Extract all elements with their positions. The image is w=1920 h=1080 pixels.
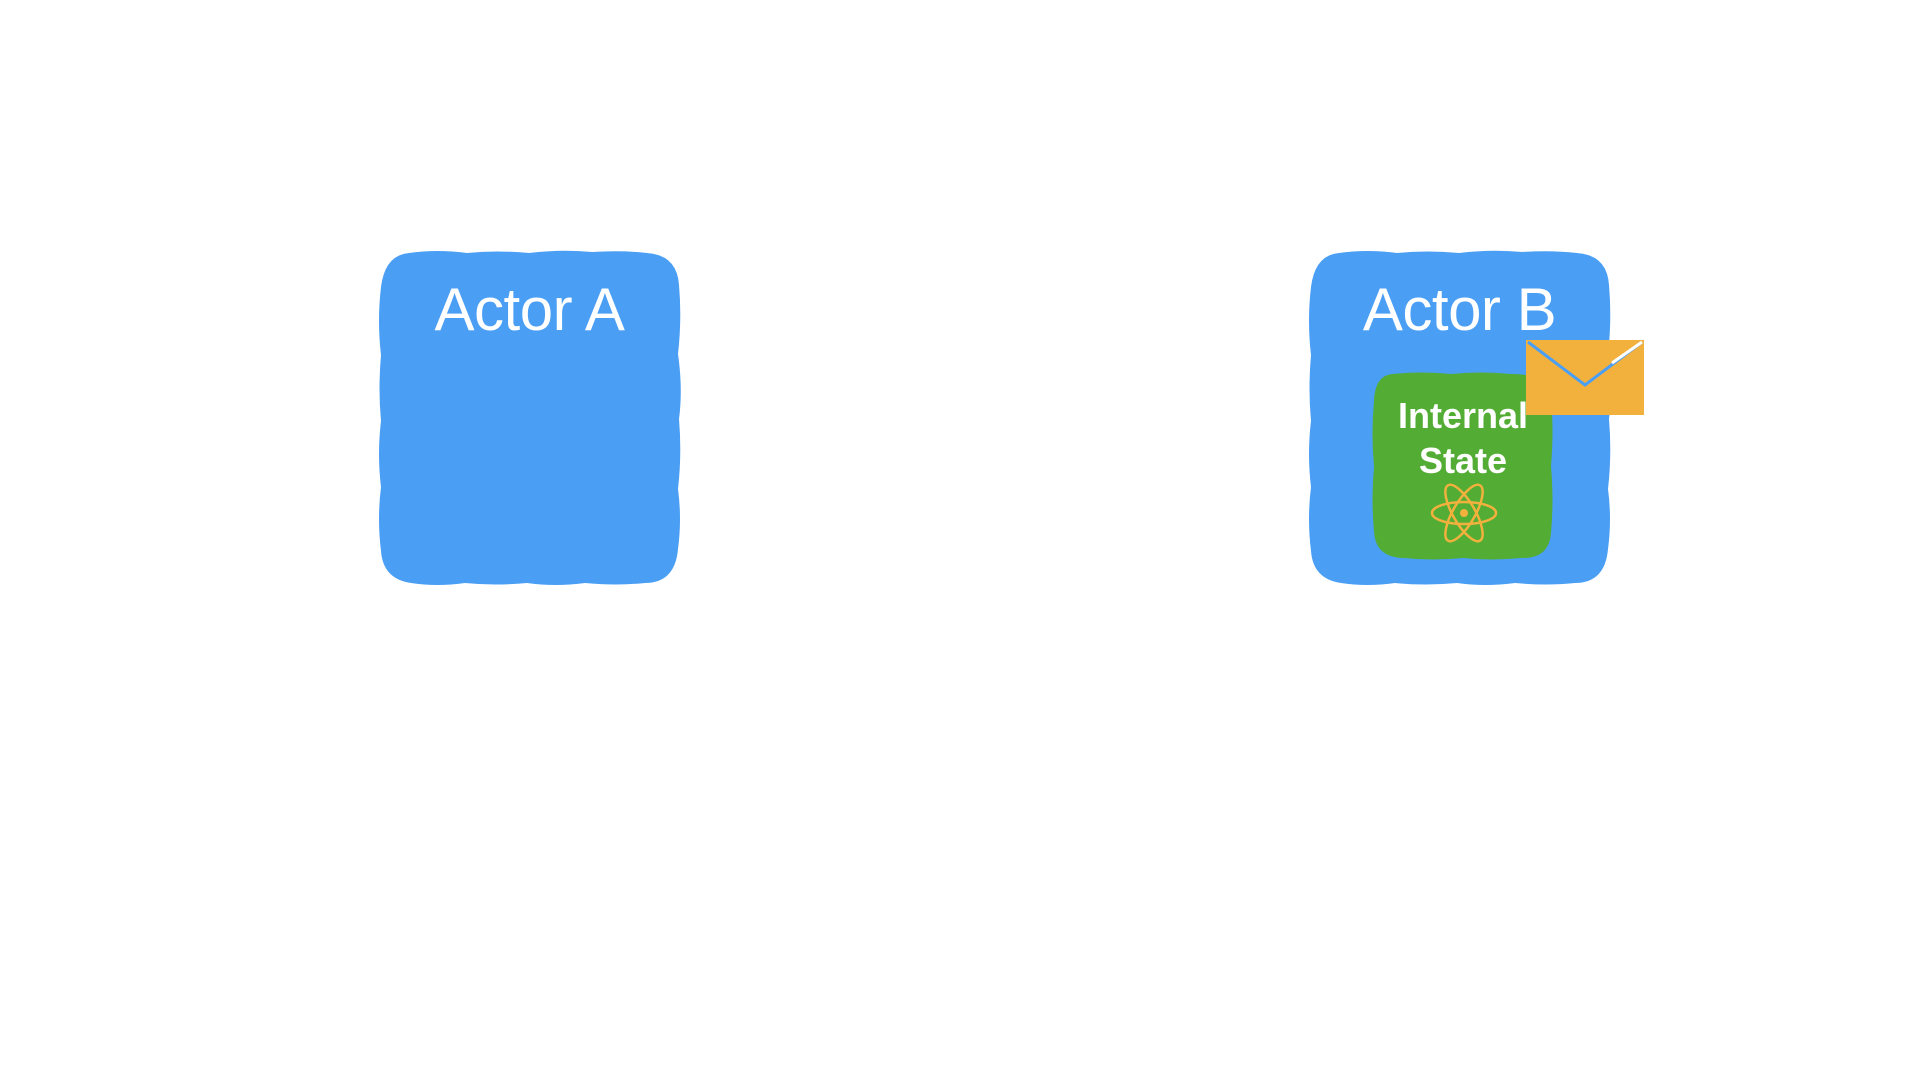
- internal-state-line2: State: [1418, 440, 1508, 481]
- internal-state-line1: Internal: [1397, 395, 1529, 436]
- envelope-icon: [1526, 340, 1644, 415]
- actor-b-title: Actor B: [1362, 276, 1557, 343]
- internal-state-shape: [1372, 372, 1553, 560]
- internal-state-box: Internal State: [1371, 371, 1555, 561]
- actor-a-shape: [379, 250, 681, 585]
- actor-a-box: Actor A: [377, 249, 682, 587]
- internal-state-label: Internal State: [1371, 393, 1555, 483]
- actor-b-box: Actor B Internal State: [1307, 249, 1612, 587]
- atom-icon: [1430, 483, 1498, 543]
- actor-a-title: Actor A: [434, 276, 625, 343]
